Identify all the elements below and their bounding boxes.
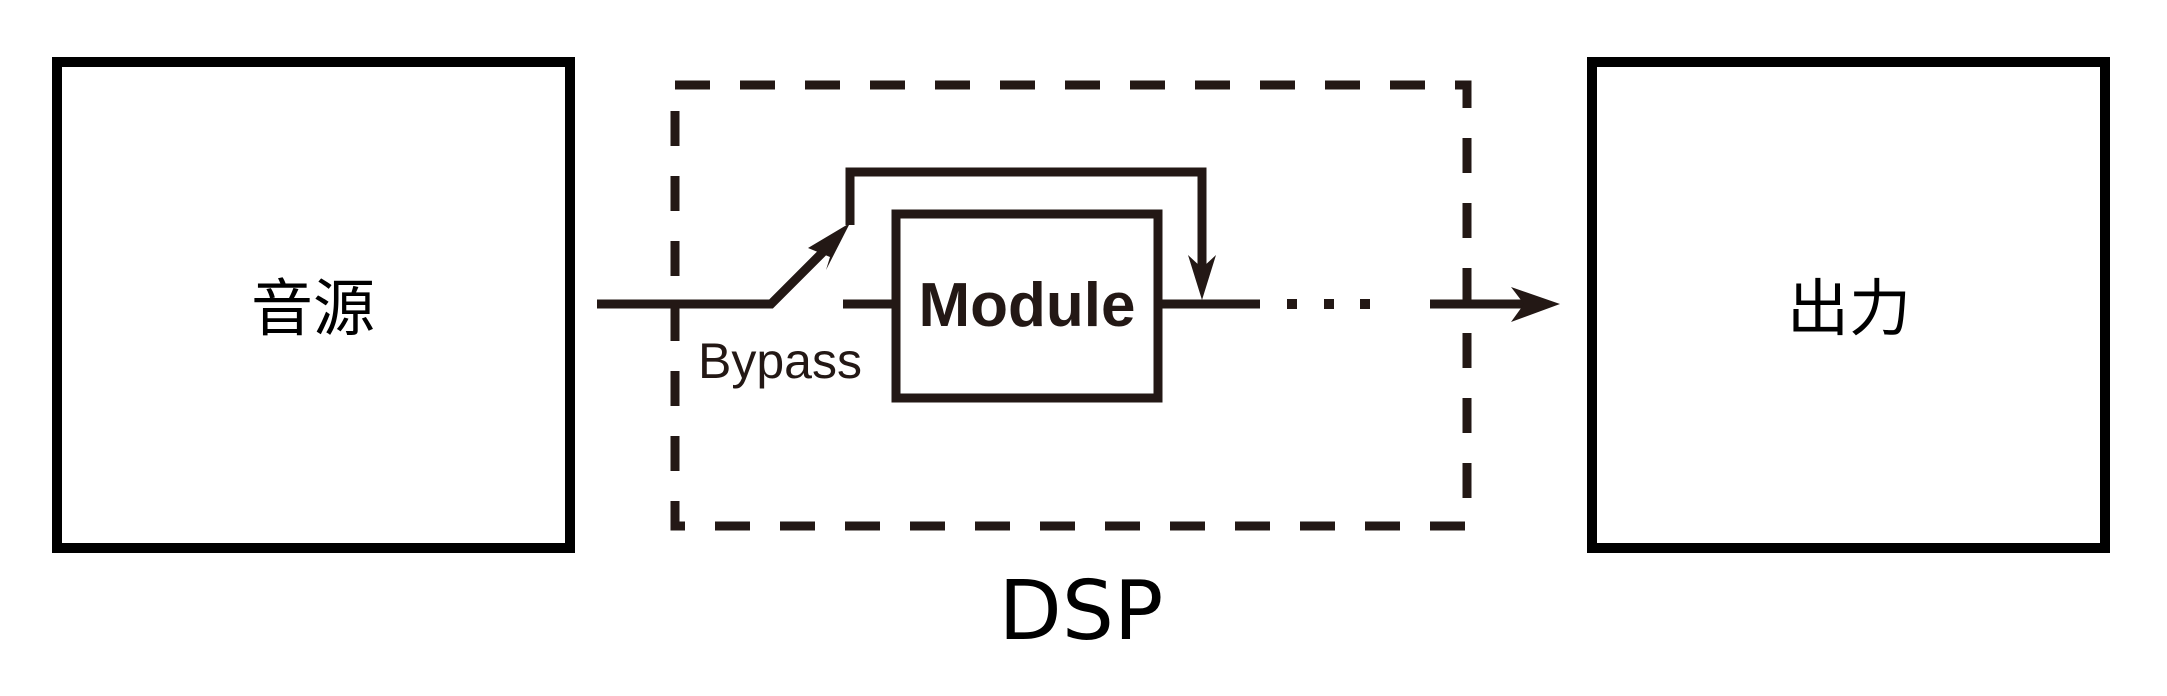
bypass-return-arrow-icon xyxy=(1188,255,1216,300)
input-line xyxy=(597,239,836,309)
output-arrow xyxy=(1430,287,1560,322)
dsp-label: DSP xyxy=(999,564,1164,659)
dot xyxy=(1360,299,1370,309)
source-node: 音源 xyxy=(52,57,575,553)
output-box xyxy=(1587,57,2110,553)
output-arrowhead-icon xyxy=(1511,287,1560,322)
module-box xyxy=(891,209,1163,403)
dsp-dashed-box xyxy=(670,80,1472,531)
bypass-switch-arrow-icon xyxy=(808,223,850,270)
bypass-label: Bypass xyxy=(698,333,862,389)
dot xyxy=(1324,299,1334,309)
module-node: Module xyxy=(843,209,1260,403)
module-label: Module xyxy=(919,271,1136,340)
output-node: 出力 xyxy=(1587,57,2110,553)
source-box xyxy=(52,57,575,553)
continuation-dots xyxy=(1287,299,1370,309)
dsp-container: DSP xyxy=(670,80,1472,659)
source-label: 音源 xyxy=(251,272,375,345)
dot xyxy=(1287,299,1297,309)
bypass-path xyxy=(845,167,1207,270)
output-label: 出力 xyxy=(1787,272,1911,345)
input-signal-line xyxy=(597,239,836,309)
